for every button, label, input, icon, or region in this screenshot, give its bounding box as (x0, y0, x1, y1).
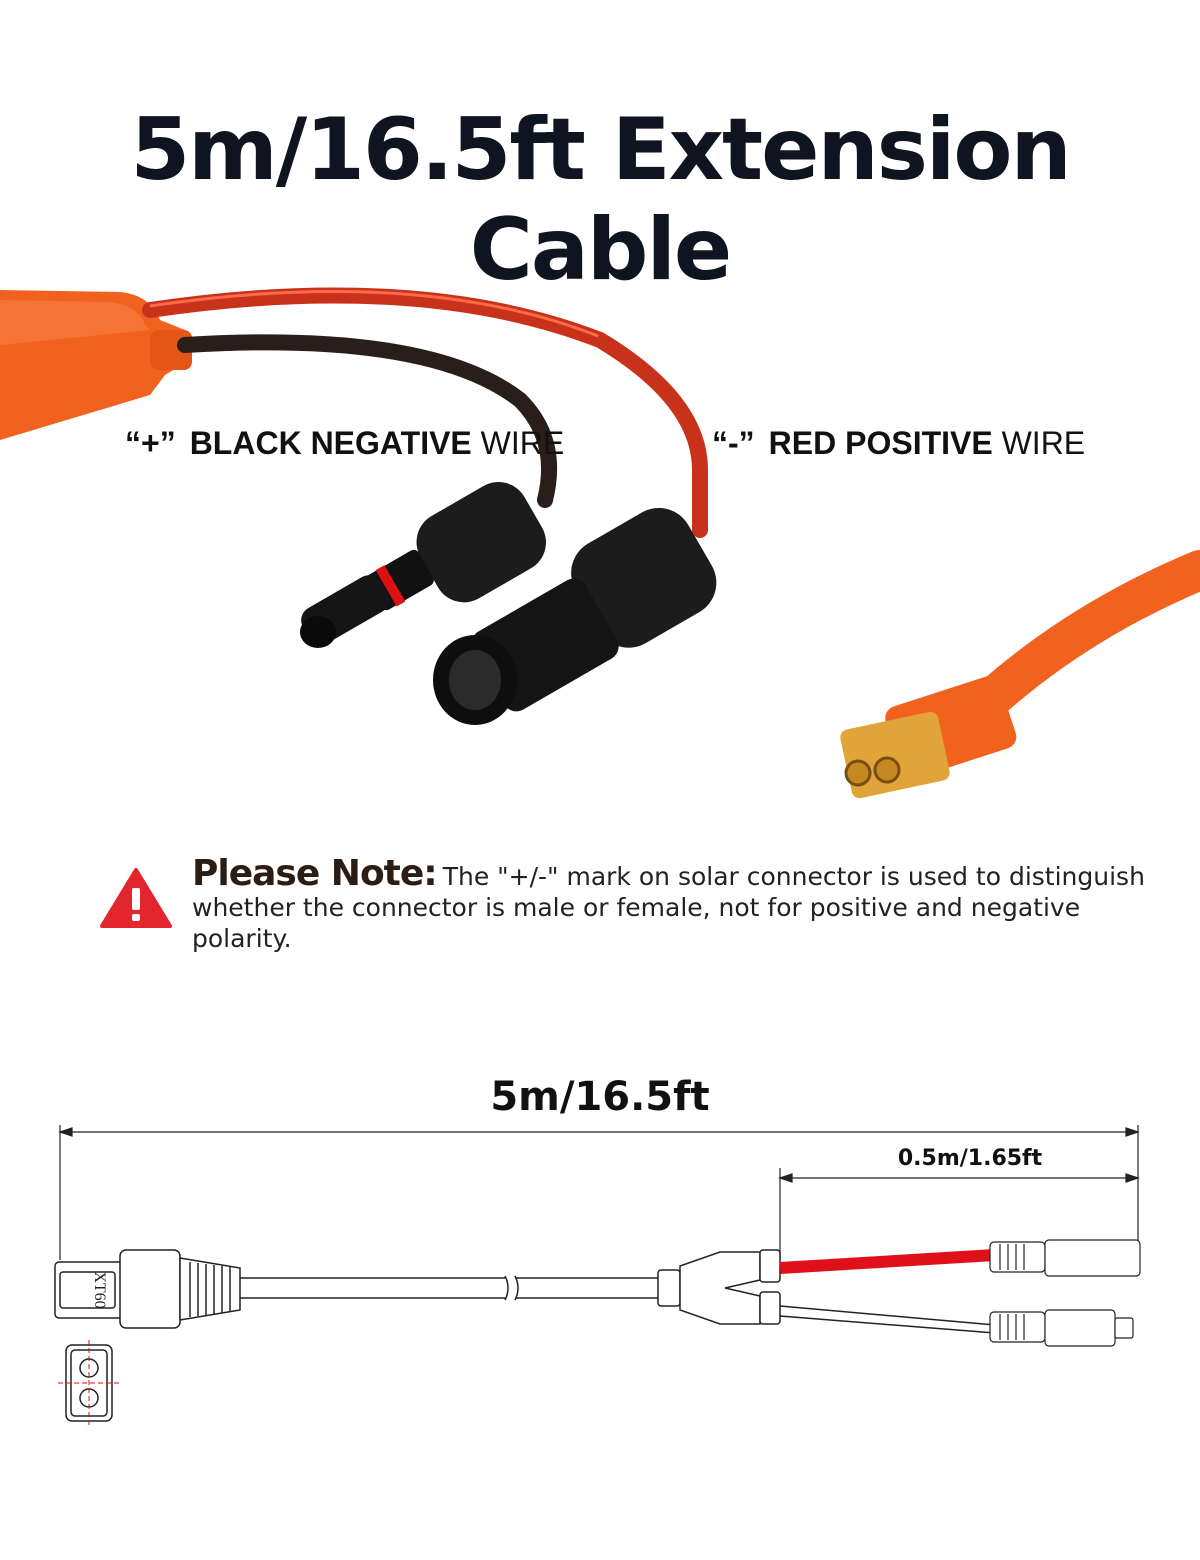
note-heading: Please Note: (192, 853, 438, 894)
cable-drawing: XT60 (54, 1125, 1141, 1426)
mc4-female-drawing (989, 1239, 1141, 1277)
note-line2: whether the connector is male or female,… (192, 893, 1081, 953)
black-rest: WIRE (471, 425, 565, 461)
red-branch (779, 1249, 996, 1274)
page-title: 5m/16.5ft Extension Cable (130, 100, 1071, 300)
branch-length-label: 0.5m/1.65ft (897, 1146, 1043, 1171)
black-quote: “+” (125, 425, 176, 461)
xt60-connector (840, 676, 1017, 799)
black-branch (779, 1305, 996, 1334)
cable-photo (0, 287, 1200, 799)
splitter-drawing (657, 1249, 781, 1325)
black-bold: BLACK NEGATIVE (189, 425, 472, 461)
red-bold: RED POSITIVE (768, 425, 993, 461)
black-wire (177, 334, 558, 508)
note-line1: The "+/-" mark on solar connector is use… (442, 862, 1145, 891)
red-wire-label: “-” RED POSITIVE WIRE (712, 425, 1085, 462)
red-quote: “-” (712, 425, 755, 461)
orange-cable (970, 550, 1200, 720)
total-length-label: 5m/16.5ft (490, 1074, 710, 1120)
mc4-male-connector (300, 482, 546, 648)
red-wire (142, 287, 708, 538)
xt60-mark: XT60 (91, 1271, 108, 1308)
warning-icon (100, 868, 172, 928)
xt60-face-drawing (58, 1340, 120, 1426)
mc4-female-connector (433, 507, 717, 725)
red-rest: WIRE (992, 425, 1086, 461)
black-wire-label: “+” BLACK NEGATIVE WIRE (125, 425, 564, 462)
xt60-drawing (54, 1249, 241, 1329)
note-box: Please Note:The "+/-" mark on solar conn… (100, 856, 1160, 953)
note-text: Please Note:The "+/-" mark on solar conn… (192, 856, 1160, 954)
mc4-male-drawing (989, 1309, 1134, 1347)
